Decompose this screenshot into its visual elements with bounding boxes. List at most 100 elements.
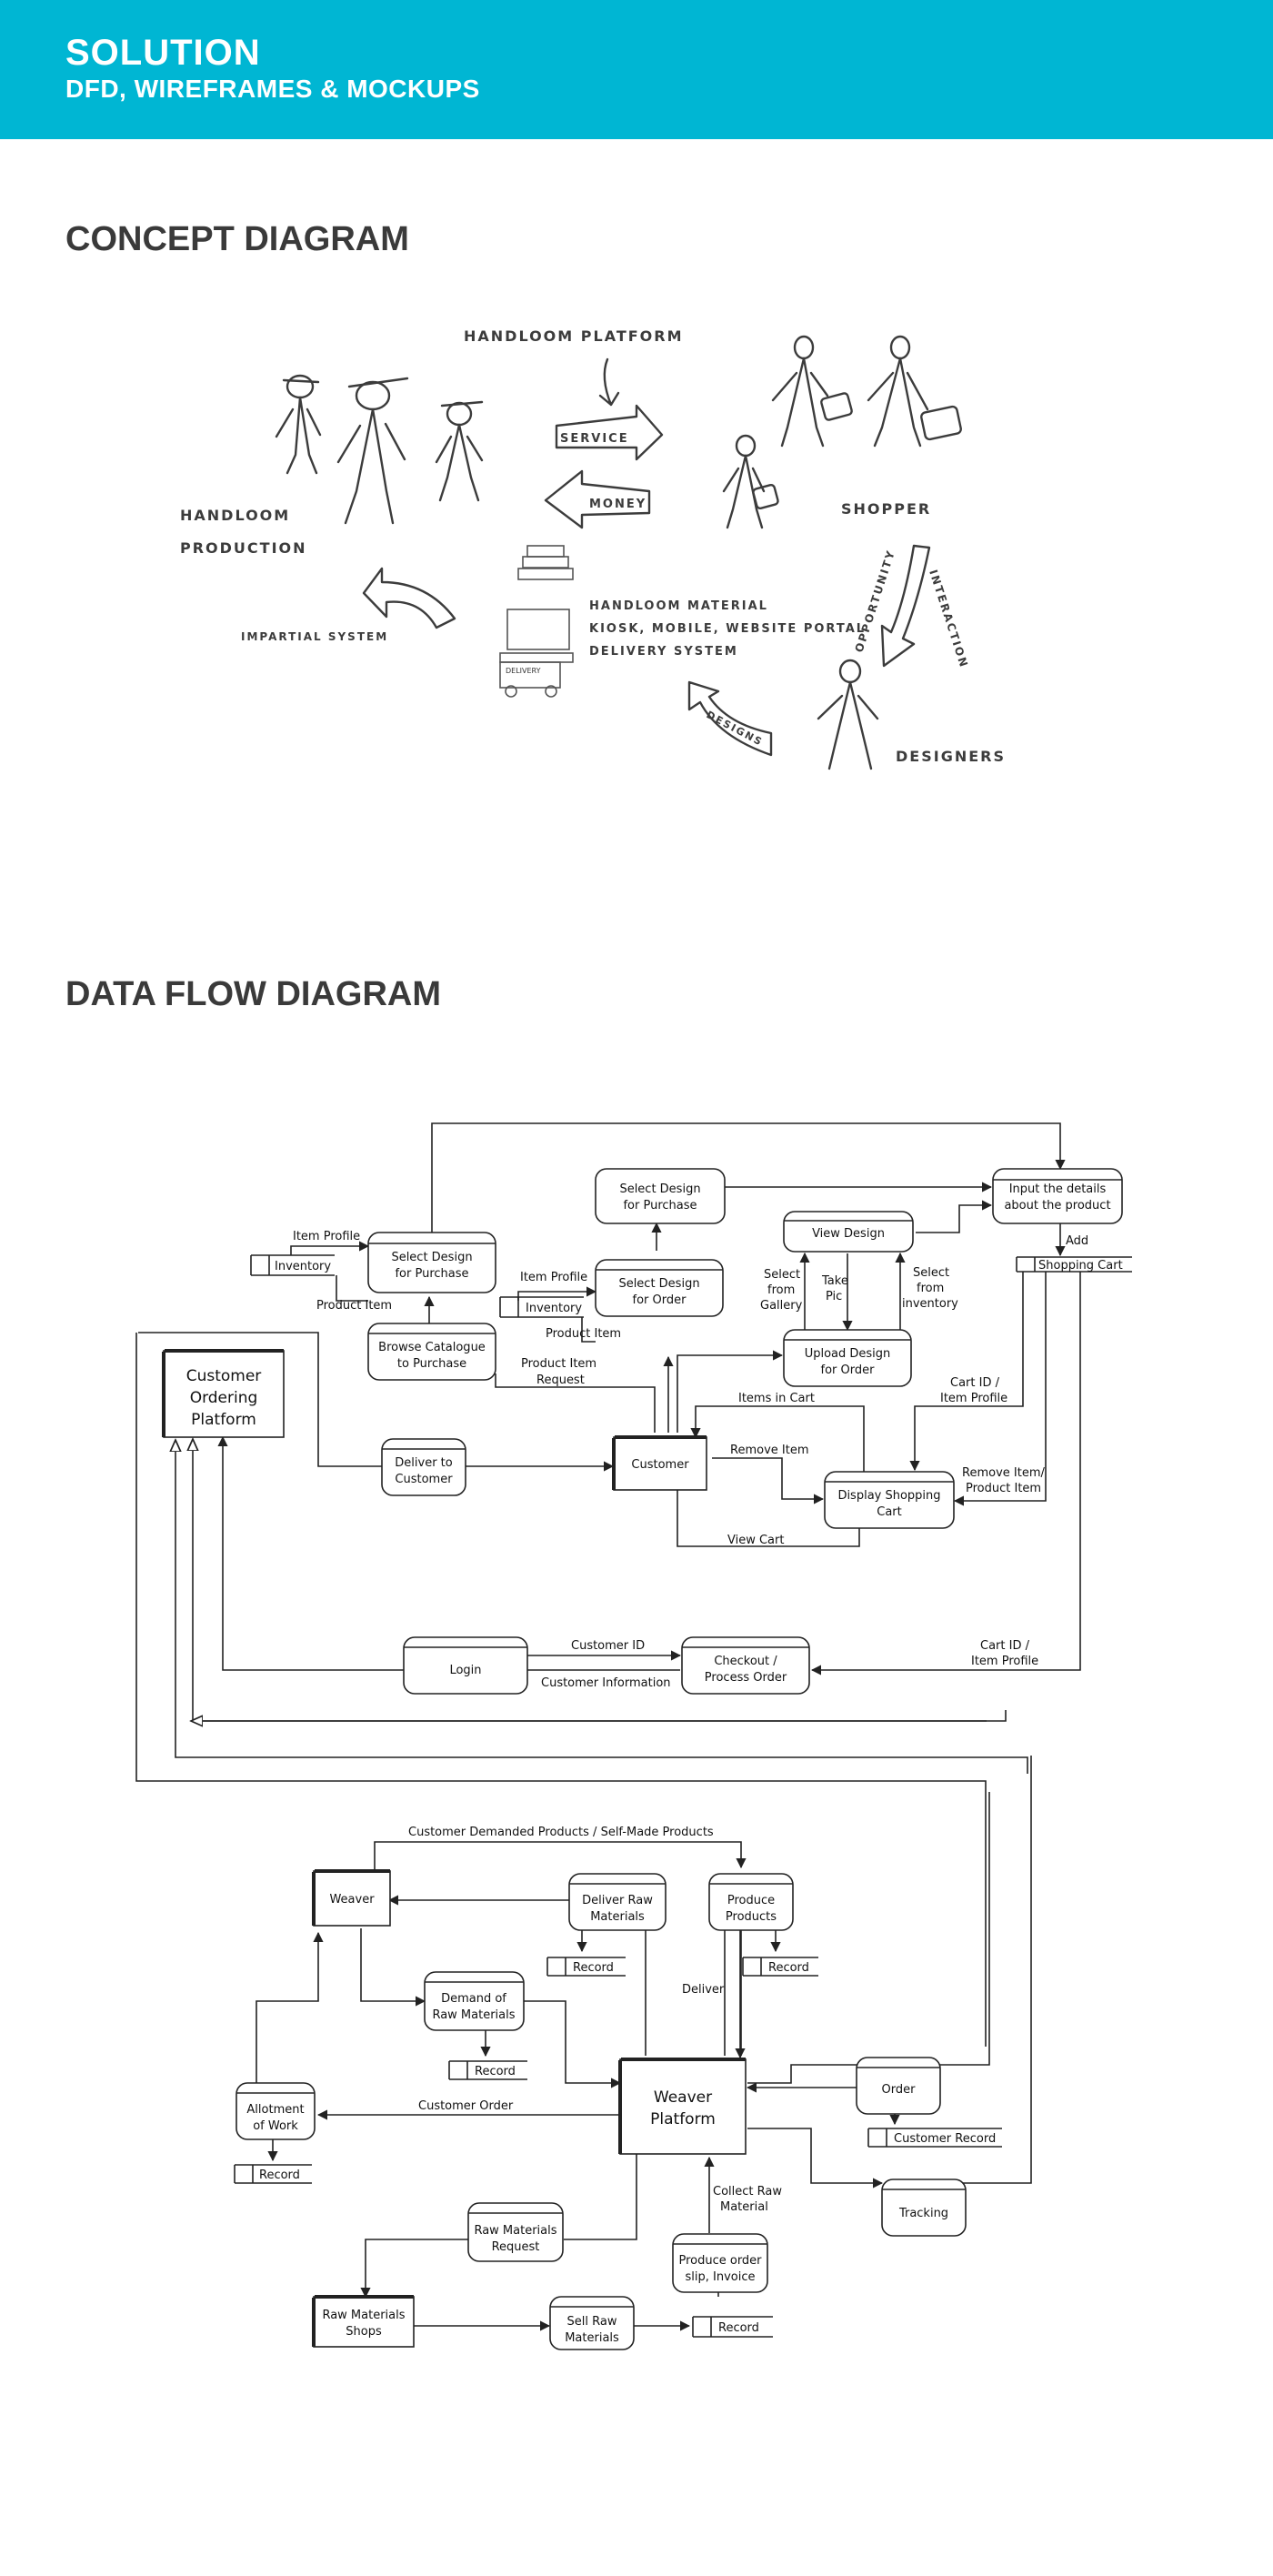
service-arrow-icon: SERVICE	[555, 404, 664, 461]
flow-product-item-1: Product Item	[316, 1299, 392, 1313]
svg-text:about the product: about the product	[1004, 1199, 1110, 1213]
flow-add: Add	[1066, 1234, 1088, 1248]
svg-text:Record: Record	[768, 1961, 809, 1975]
entity-customer: Customer	[612, 1435, 707, 1491]
svg-text:Products: Products	[726, 1910, 777, 1924]
process-allotment: Allotment of Work	[236, 2082, 316, 2140]
process-deliver-to-customer: Deliver to Customer	[381, 1438, 466, 1496]
svg-text:Platform: Platform	[191, 1411, 256, 1429]
page-subtitle: DFD, WIREFRAMES & MOCKUPS	[65, 75, 480, 103]
flow-view-cart: View Cart	[727, 1534, 784, 1547]
header-bar: SOLUTION DFD, WIREFRAMES & MOCKUPS	[0, 0, 1273, 139]
process-tracking: Tracking	[881, 2179, 967, 2237]
svg-text:Deliver Raw: Deliver Raw	[582, 1894, 653, 1907]
svg-text:Customer: Customer	[631, 1458, 689, 1472]
svg-text:Materials: Materials	[565, 2331, 619, 2345]
svg-text:Display Shopping: Display Shopping	[837, 1489, 940, 1503]
process-select-design-order: Select Design for Order	[595, 1259, 724, 1317]
flow-select-gallery-3: Gallery	[760, 1299, 803, 1313]
svg-text:Customer: Customer	[186, 1367, 262, 1385]
shoppers-sketch	[722, 335, 962, 529]
svg-text:Deliver to: Deliver to	[395, 1456, 452, 1470]
svg-text:Shopping Cart: Shopping Cart	[1038, 1259, 1123, 1273]
svg-text:Checkout /: Checkout /	[714, 1655, 777, 1668]
flow-item-profile-2: Item Profile	[520, 1271, 587, 1284]
svg-text:Record: Record	[259, 2168, 300, 2182]
interaction-label: INTERACTION	[927, 569, 970, 670]
svg-text:for Purchase: for Purchase	[395, 1267, 468, 1281]
process-demand-raw-materials: Demand of Raw Materials	[424, 1971, 525, 2031]
flow-customer-information: Customer Information	[541, 1676, 671, 1690]
process-raw-materials-request: Raw Materials Request	[467, 2202, 564, 2262]
process-order: Order	[856, 2057, 941, 2115]
svg-text:Inventory: Inventory	[526, 1302, 582, 1315]
svg-text:Request: Request	[492, 2240, 540, 2254]
flow-remove-item-product-2: Product Item	[966, 1482, 1041, 1495]
svg-text:Produce order: Produce order	[678, 2254, 762, 2268]
material-label-line1: HANDLOOM MATERIAL	[589, 599, 768, 613]
upper-flow-lines	[135, 1122, 1081, 2047]
platform-down-arrow-icon	[598, 357, 620, 407]
shopper-label: SHOPPER	[841, 500, 931, 518]
process-login: Login	[403, 1636, 528, 1695]
process-produce-order-slip: Produce order slip, Invoice	[672, 2233, 768, 2293]
store-record-4: Record	[234, 2164, 312, 2184]
data-flow-diagram: Select Design for Purchase Input the det…	[135, 1122, 1132, 2350]
flow-collect-raw-1: Collect Raw	[713, 2185, 782, 2199]
flow-select-gallery-2: from	[767, 1283, 795, 1297]
svg-text:View Design: View Design	[812, 1227, 885, 1241]
flow-remove-item-product-1: Remove Item/	[962, 1466, 1045, 1480]
flow-select-inventory-2: from	[917, 1282, 944, 1295]
store-inventory-2: Inventory	[499, 1296, 584, 1318]
flow-items-in-cart: Items in Cart	[738, 1392, 815, 1405]
production-label-line1: HANDLOOM	[180, 507, 290, 524]
flow-take-pic-2: Pic	[826, 1290, 842, 1303]
material-label-line2: KIOSK, MOBILE, WEBSITE PORTAL	[589, 622, 866, 636]
store-record-3: Record	[448, 2060, 527, 2080]
svg-text:Record: Record	[475, 2065, 516, 2078]
svg-text:DELIVERY: DELIVERY	[506, 667, 541, 675]
process-upload-design: Upload Design for Order	[783, 1329, 912, 1387]
svg-text:MONEY: MONEY	[589, 498, 647, 511]
flow-product-item-request-1: Product Item	[521, 1357, 596, 1371]
svg-text:Order: Order	[882, 2083, 917, 2097]
svg-text:of Work: of Work	[253, 2119, 298, 2133]
designers-label: DESIGNERS	[896, 748, 1006, 765]
svg-text:Cart: Cart	[877, 1505, 902, 1519]
svg-text:Tracking: Tracking	[898, 2207, 948, 2220]
flow-select-inventory-3: inventory	[902, 1297, 958, 1311]
flow-collect-raw-2: Material	[720, 2200, 768, 2214]
process-display-cart: Display Shopping Cart	[824, 1471, 955, 1529]
flow-customer-id: Customer ID	[571, 1639, 645, 1653]
process-produce-products: Produce Products	[708, 1873, 794, 1931]
flow-cart-id-1b: Item Profile	[940, 1392, 1007, 1405]
flow-cart-id-1a: Cart ID /	[950, 1376, 1000, 1390]
svg-text:Ordering: Ordering	[190, 1389, 258, 1407]
flow-remove-item: Remove Item	[730, 1444, 808, 1457]
svg-text:Customer Record: Customer Record	[894, 2132, 996, 2146]
entity-weaver-platform: Weaver Platform	[618, 2058, 747, 2155]
page-title: SOLUTION	[65, 33, 261, 73]
process-view-design: View Design	[783, 1211, 914, 1253]
svg-text:Shops: Shops	[346, 2325, 382, 2339]
store-record-5: Record	[692, 2316, 773, 2338]
svg-text:Login: Login	[449, 1664, 481, 1677]
svg-text:to Purchase: to Purchase	[397, 1357, 466, 1371]
svg-text:Browse Catalogue: Browse Catalogue	[378, 1341, 486, 1354]
svg-text:SERVICE: SERVICE	[560, 432, 629, 446]
svg-text:Materials: Materials	[590, 1910, 645, 1924]
process-select-design-purchase-top: Select Design for Purchase	[595, 1168, 726, 1224]
process-select-design-purchase-left: Select Design for Purchase	[367, 1232, 496, 1293]
process-checkout: Checkout / Process Order	[681, 1636, 810, 1695]
svg-text:Select Design: Select Design	[619, 1182, 700, 1196]
svg-text:slip, Invoice: slip, Invoice	[686, 2270, 756, 2284]
svg-text:for Order: for Order	[633, 1293, 687, 1307]
svg-text:for Order: for Order	[821, 1363, 876, 1377]
impartial-system-label: IMPARTIAL SYSTEM	[241, 630, 388, 643]
producers-sketch	[275, 374, 484, 525]
dfd-heading: DATA FLOW DIAGRAM	[65, 975, 441, 1013]
store-inventory-1: Inventory	[250, 1254, 335, 1276]
concept-diagram-heading: CONCEPT DIAGRAM	[65, 220, 409, 258]
svg-text:Sell Raw: Sell Raw	[567, 2315, 617, 2329]
svg-text:Weaver: Weaver	[654, 2088, 712, 2107]
